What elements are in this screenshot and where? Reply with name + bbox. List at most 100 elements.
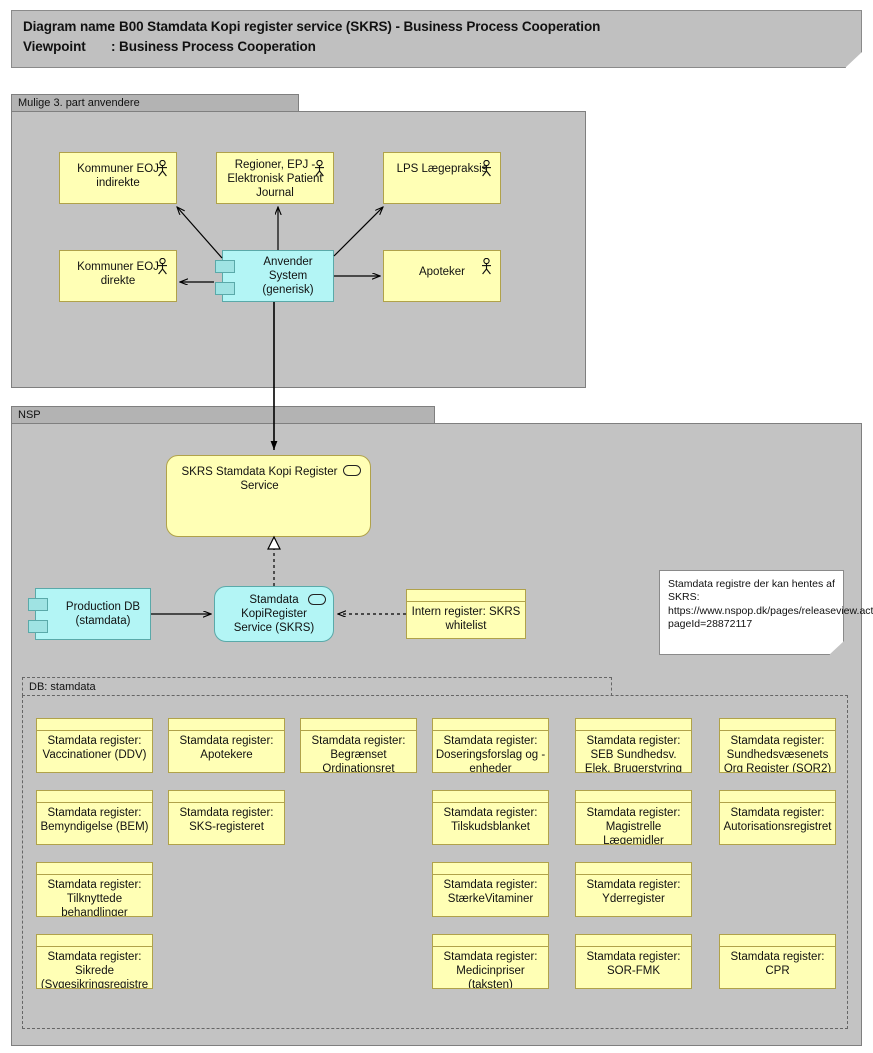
dataobject-stamdata-register[interactable]: Stamdata register: CPR xyxy=(719,934,836,989)
dataobject-stamdata-register[interactable]: Stamdata register: Apotekere xyxy=(168,718,285,773)
group-third-party-tab: Mulige 3. part anvendere xyxy=(11,94,299,112)
dataobject-header-strip xyxy=(576,863,691,875)
dataobject-header-strip xyxy=(37,863,152,875)
note-text: Stamdata registre der kan hentes af SKRS… xyxy=(668,578,873,631)
dataobject-header-strip xyxy=(301,719,416,731)
diagram-name-line: Diagram name: B00 Stamdata Kopi register… xyxy=(23,19,600,34)
group-db-stamdata-body xyxy=(22,695,848,1029)
actor-icon xyxy=(482,258,491,275)
dataobject-stamdata-register[interactable]: Stamdata register: Doseringsforslag og -… xyxy=(432,718,549,773)
actor-icon xyxy=(315,160,324,177)
dataobject-label: Stamdata register: Sundhedsvæsenets Org … xyxy=(723,735,832,773)
component-tab-upper xyxy=(28,598,48,611)
dataobject-header-strip xyxy=(720,719,835,731)
dataobject-stamdata-register[interactable]: Stamdata register: Magistrelle Lægemidle… xyxy=(575,790,692,845)
dataobject-label: Stamdata register: Apotekere xyxy=(179,735,274,761)
component-production-db[interactable]: Production DB (stamdata) xyxy=(28,588,151,640)
dataobject-header-strip xyxy=(576,719,691,731)
actor-regioner-epj[interactable]: Regioner, EPJ - Elektronisk Patient Jour… xyxy=(216,152,334,204)
component-tab-lower xyxy=(28,620,48,633)
dataobject-stamdata-register[interactable]: Stamdata register: Medicinpriser (takste… xyxy=(432,934,549,989)
diagram-name-value: : B00 Stamdata Kopi register service (SK… xyxy=(111,19,601,34)
dataobject-header-strip xyxy=(433,791,548,803)
dataobject-stamdata-register[interactable]: Stamdata register: SEB Sundhedsv. Elek. … xyxy=(575,718,692,773)
dataobject-stamdata-register[interactable]: Stamdata register: Vaccinationer (DDV) xyxy=(36,718,153,773)
dataobject-stamdata-register[interactable]: Stamdata register: SKS-registeret xyxy=(168,790,285,845)
dataobject-header-strip xyxy=(433,719,548,731)
component-anvender-system[interactable]: Anvender System (generisk) xyxy=(215,250,334,302)
dataobject-header-strip xyxy=(169,719,284,731)
dataobject-stamdata-register[interactable]: Stamdata register: Tilknyttede behandlin… xyxy=(36,862,153,917)
service-oval-icon xyxy=(343,465,361,476)
dataobject-header-strip xyxy=(433,935,548,947)
group-db-stamdata: DB: stamdata xyxy=(22,677,848,1029)
actor-kommuner-eoj-direkte[interactable]: Kommuner EOJ direkte xyxy=(59,250,177,302)
actor-label: LPS Lægepraksis xyxy=(396,163,488,175)
dataobject-header-strip xyxy=(37,791,152,803)
actor-label: Kommuner EOJ indirekte xyxy=(77,163,159,189)
component-label: Production DB (stamdata) xyxy=(65,601,141,627)
actor-lps-laegepraksis[interactable]: LPS Lægepraksis xyxy=(383,152,501,204)
dataobject-stamdata-register[interactable]: Stamdata register: StærkeVitaminer xyxy=(432,862,549,917)
dataobject-label: Stamdata register: Tilskudsblanket xyxy=(443,807,538,833)
dataobject-label: Stamdata register: CPR xyxy=(730,951,825,977)
service-label: Stamdata KopiRegister Service (SKRS) xyxy=(233,594,315,634)
group-nsp-tab: NSP xyxy=(11,406,435,424)
banner-fold-corner xyxy=(845,52,862,68)
dataobject-label: Stamdata register: StærkeVitaminer xyxy=(443,879,538,905)
actor-label: Kommuner EOJ direkte xyxy=(77,261,159,287)
dataobject-label: Stamdata register: Bemyndigelse (BEM) xyxy=(40,807,149,833)
dataobject-header-strip xyxy=(433,863,548,875)
actor-icon xyxy=(158,258,167,275)
dataobject-label: Stamdata register: Yderregister xyxy=(586,879,681,905)
dataobject-header-strip xyxy=(37,719,152,731)
group-third-party: Mulige 3. part anvendere xyxy=(11,94,586,388)
dataobject-header-strip xyxy=(169,791,284,803)
dataobject-header-strip xyxy=(720,791,835,803)
actor-apoteker[interactable]: Apoteker xyxy=(383,250,501,302)
service-skrs-stamdata-kopi-register[interactable]: SKRS Stamdata Kopi Register Service xyxy=(166,455,371,537)
dataobject-stamdata-register[interactable]: Stamdata register: Sundhedsvæsenets Org … xyxy=(719,718,836,773)
actor-label: Apoteker xyxy=(418,266,466,278)
actor-kommuner-eoj-indirekte[interactable]: Kommuner EOJ indirekte xyxy=(59,152,177,204)
dataobject-label: Intern register: SKRS whitelist xyxy=(411,606,521,632)
dataobject-label: Stamdata register: Vaccinationer (DDV) xyxy=(42,735,147,761)
dataobject-label: Stamdata register: Magistrelle Lægemidle… xyxy=(586,807,681,845)
viewpoint-line: Viewpoint : Business Process Cooperation xyxy=(23,39,316,54)
note-fold-corner xyxy=(829,641,844,655)
dataobject-stamdata-register[interactable]: Stamdata register: Bemyndigelse (BEM) xyxy=(36,790,153,845)
dataobject-label: Stamdata register: SKS-registeret xyxy=(179,807,274,833)
dataobject-label: Stamdata register: Begrænset Ordinations… xyxy=(311,735,406,773)
dataobject-stamdata-register[interactable]: Stamdata register: Sikrede (Sygesikrings… xyxy=(36,934,153,989)
dataobject-header-strip xyxy=(407,590,525,602)
dataobject-label: Stamdata register: SOR-FMK xyxy=(586,951,681,977)
dataobject-stamdata-register[interactable]: Stamdata register: Autorisationsregistre… xyxy=(719,790,836,845)
dataobject-stamdata-register[interactable]: Stamdata register: Yderregister xyxy=(575,862,692,917)
service-label: SKRS Stamdata Kopi Register Service xyxy=(181,466,338,492)
viewpoint-value: : Business Process Cooperation xyxy=(111,39,316,54)
dataobject-header-strip xyxy=(576,935,691,947)
actor-label: Regioner, EPJ - Elektronisk Patient Jour… xyxy=(227,159,323,199)
actor-icon xyxy=(482,160,491,177)
dataobject-label: Stamdata register: Doseringsforslag og -… xyxy=(435,735,546,773)
viewpoint-key: Viewpoint xyxy=(23,39,86,54)
dataobject-header-strip xyxy=(37,935,152,947)
dataobject-intern-register-skrs-whitelist[interactable]: Intern register: SKRS whitelist xyxy=(406,589,526,639)
dataobject-stamdata-register[interactable]: Stamdata register: Begrænset Ordinations… xyxy=(300,718,417,773)
service-oval-icon xyxy=(308,594,326,605)
dataobject-label: Stamdata register: Autorisationsregistre… xyxy=(723,807,832,833)
actor-icon xyxy=(158,160,167,177)
service-stamdata-kopiregister[interactable]: Stamdata KopiRegister Service (SKRS) xyxy=(214,586,334,642)
dataobject-header-strip xyxy=(576,791,691,803)
dataobject-label: Stamdata register: Tilknyttede behandlin… xyxy=(47,879,142,917)
note-stamdata-registre: Stamdata registre der kan hentes af SKRS… xyxy=(659,570,873,655)
component-tab-upper xyxy=(215,260,235,273)
diagram-title-banner: Diagram name: B00 Stamdata Kopi register… xyxy=(11,10,862,68)
dataobject-stamdata-register[interactable]: Stamdata register: Tilskudsblanket xyxy=(432,790,549,845)
dataobject-label: Stamdata register: Medicinpriser (takste… xyxy=(443,951,538,989)
dataobject-header-strip xyxy=(720,935,835,947)
component-tab-lower xyxy=(215,282,235,295)
dataobject-label: Stamdata register: Sikrede (Sygesikrings… xyxy=(40,951,149,989)
dataobject-stamdata-register[interactable]: Stamdata register: SOR-FMK xyxy=(575,934,692,989)
dataobject-label: Stamdata register: SEB Sundhedsv. Elek. … xyxy=(584,735,683,773)
